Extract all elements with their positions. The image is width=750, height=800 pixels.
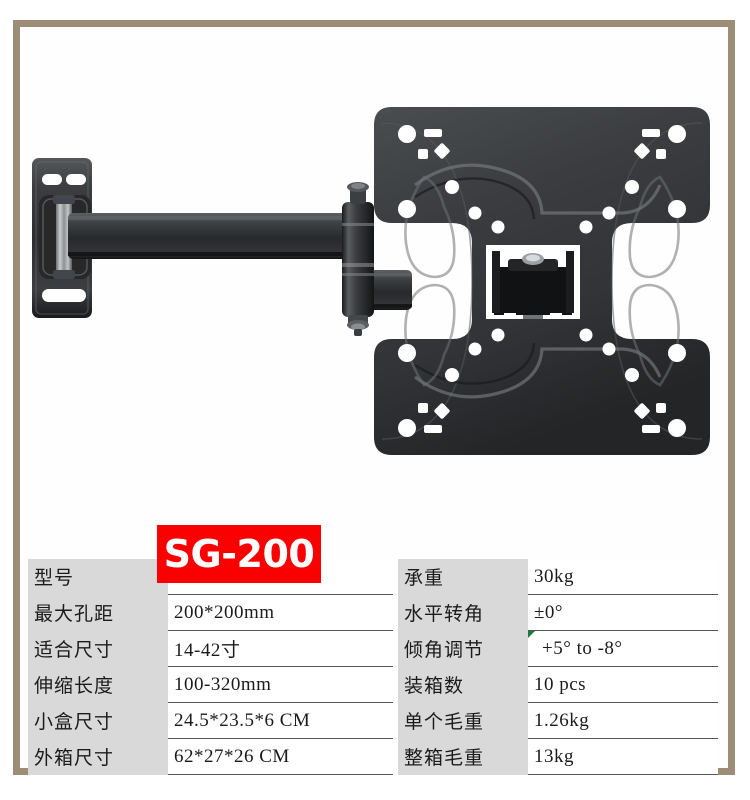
vesa-mounting-holes (398, 125, 686, 437)
spec-label: 装箱数 (398, 666, 528, 703)
column-spacer (393, 702, 398, 739)
spec-value: 24.5*23.5*6 CM (168, 702, 393, 739)
spec-value: ±0° (528, 594, 718, 631)
spec-value: 1.26kg (528, 702, 718, 739)
image-frame-border: SG-200 型号 承重 (13, 20, 735, 775)
spec-value: +5° to -8° (528, 630, 718, 667)
elbow-joint-lower (342, 267, 374, 336)
spec-label: 单个毛重 (398, 702, 528, 739)
column-spacer (393, 630, 398, 667)
primary-swing-arm (68, 213, 358, 259)
table-row: 最大孔距 200*200mm 水平转角 ±0° (28, 594, 718, 631)
specification-table: 型号 承重 30kg 最大孔距 200*200mm 水平转角 ±0° (28, 559, 718, 775)
model-number-text: SG-200 (163, 532, 315, 576)
table-row: 适合尺寸 14-42寸 倾角调节 +5° to -8° (28, 630, 718, 667)
table-row: 小盒尺寸 24.5*23.5*6 CM 单个毛重 1.26kg (28, 702, 718, 739)
spec-label: 承重 (398, 559, 528, 595)
spec-label: 伸缩长度 (28, 666, 168, 703)
specification-section: SG-200 型号 承重 (20, 513, 728, 775)
column-spacer (393, 559, 398, 595)
spec-label: 最大孔距 (28, 594, 168, 631)
spec-label: 适合尺寸 (28, 630, 168, 667)
spec-value: 14-42寸 (168, 630, 393, 667)
table-row: 外箱尺寸 62*27*26 CM 整箱毛重 13kg (28, 738, 718, 775)
column-spacer (393, 594, 398, 631)
spec-value: 30kg (528, 559, 718, 595)
spec-value: 62*27*26 CM (168, 738, 393, 775)
center-cutout-window (486, 245, 580, 319)
spec-value: 200*200mm (168, 594, 393, 631)
table-row: 伸缩长度 100-320mm 装箱数 10 pcs (28, 666, 718, 703)
frame-inner-canvas: SG-200 型号 承重 (20, 27, 728, 775)
column-spacer (393, 666, 398, 703)
spec-value: 100-320mm (168, 666, 393, 703)
spec-value: 10 pcs (528, 666, 718, 703)
column-spacer (393, 738, 398, 775)
model-number-badge: SG-200 (157, 525, 321, 583)
vesa-panel-plate (374, 107, 710, 455)
elbow-joint-upper (342, 182, 374, 276)
spec-value: 13kg (528, 738, 718, 775)
spec-label: 水平转角 (398, 594, 528, 631)
spec-label: 整箱毛重 (398, 738, 528, 775)
spec-label: 小盒尺寸 (28, 702, 168, 739)
product-illustration (20, 27, 728, 497)
spec-label: 型号 (28, 559, 168, 595)
spec-label: 倾角调节 (398, 630, 528, 667)
spec-label: 外箱尺寸 (28, 738, 168, 775)
table-row: 型号 承重 30kg (28, 559, 718, 595)
tv-wall-mount-drawing (32, 107, 710, 455)
